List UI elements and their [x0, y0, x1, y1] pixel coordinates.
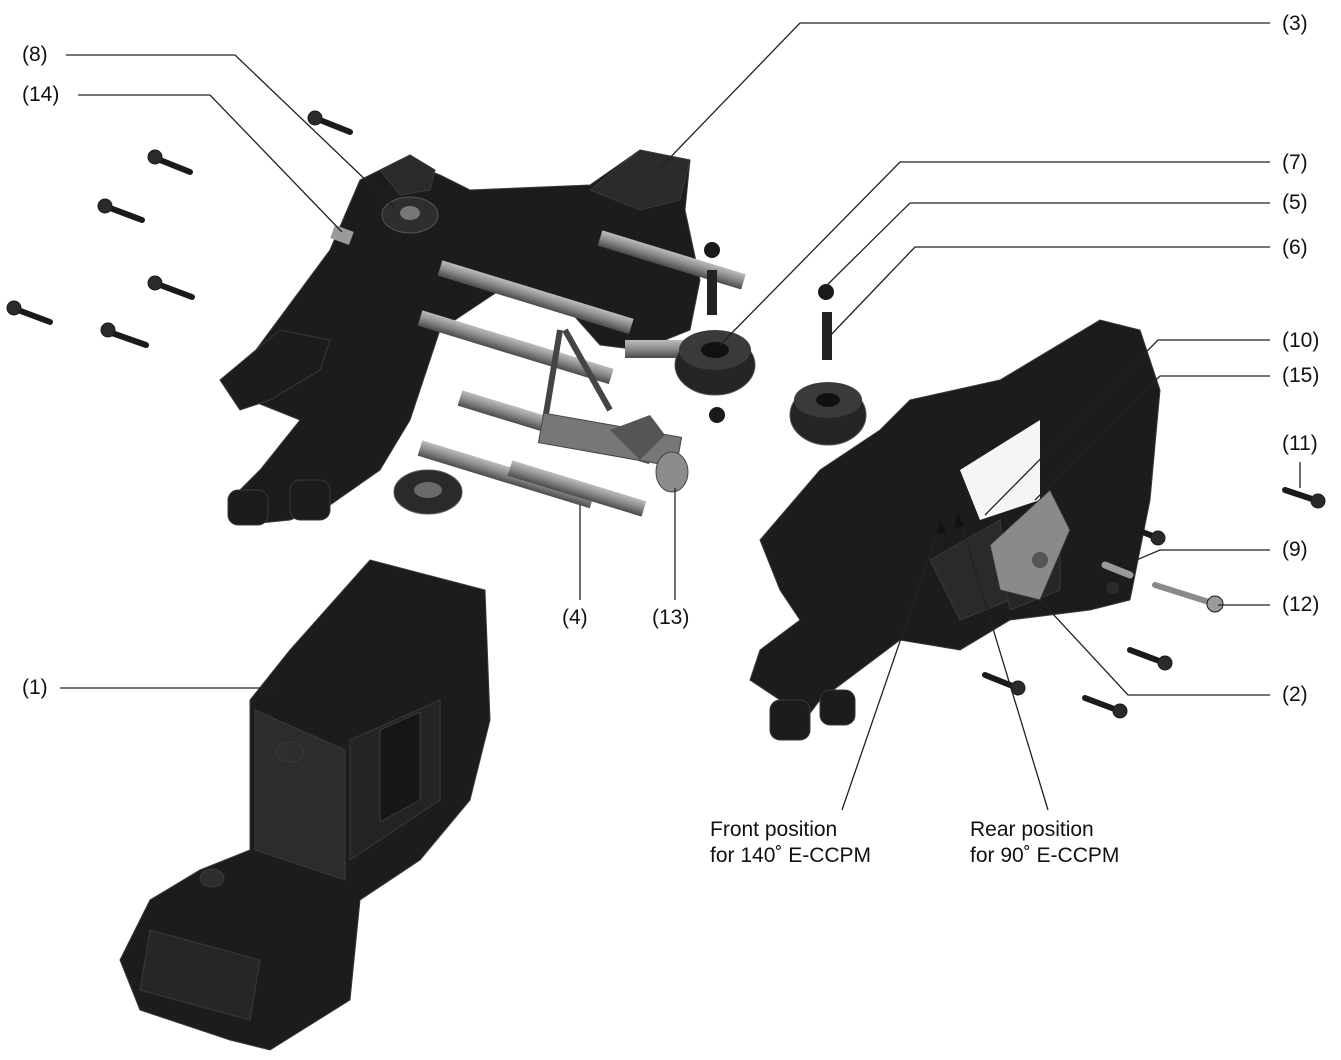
servo-mount-part — [989, 489, 1071, 601]
collar-part — [330, 225, 354, 245]
arrowhead-rear — [954, 514, 964, 528]
callout-3: (3) — [1282, 12, 1308, 35]
leader-line-rear — [959, 519, 1049, 811]
callout-7: (7) — [1282, 151, 1308, 174]
rod-part — [417, 440, 595, 509]
callout-13: (13) — [652, 606, 690, 629]
callout-15: (15) — [1282, 364, 1320, 387]
leader-arrows — [936, 514, 964, 534]
callout-6: (6) — [1282, 236, 1308, 259]
front-position-line1: Front position — [710, 818, 838, 841]
callout-11: (11) — [1282, 432, 1318, 455]
leader-line-5 — [821, 202, 1270, 291]
leader-line-3 — [659, 22, 1270, 169]
leader-line-14 — [78, 94, 343, 233]
rear-position-line2: for 90˚ E-CCPM — [970, 844, 1120, 867]
bearing-hole — [400, 206, 420, 220]
front-position-note: Front position for 140˚ E-CCPM — [710, 817, 871, 869]
leader-line-8 — [66, 54, 396, 209]
callout-10: (10) — [1282, 329, 1320, 352]
leader-line-front — [841, 524, 941, 811]
front-position-line2: for 140˚ E-CCPM — [710, 844, 872, 867]
arrowhead-front — [936, 520, 946, 534]
callout-12: (12) — [1282, 593, 1320, 616]
leader-line-15 — [1034, 375, 1270, 501]
collar-ring-hole — [414, 482, 442, 498]
right-frame-part — [749, 319, 1161, 741]
leader-line-9 — [1119, 549, 1270, 568]
leader-line-2 — [1039, 599, 1270, 696]
callout-1: (1) — [22, 676, 48, 699]
screw-set-right — [982, 487, 1326, 719]
leader-lines — [60, 22, 1301, 811]
callout-5: (5) — [1282, 191, 1308, 214]
rear-position-line1: Rear position — [970, 818, 1094, 841]
pulley-part-right — [789, 284, 867, 446]
callout-2: (2) — [1282, 683, 1308, 706]
callout-9: (9) — [1282, 538, 1308, 561]
rod-part — [417, 310, 614, 385]
rear-position-note: Rear position for 90˚ E-CCPM — [970, 817, 1119, 869]
leader-line-7 — [719, 161, 1270, 346]
servo-tray-part — [119, 559, 491, 1051]
leader-line-6 — [825, 246, 1270, 341]
callout-8: (8) — [22, 43, 48, 66]
rod-part — [507, 460, 647, 517]
callout-4: (4) — [562, 606, 588, 629]
callout-14: (14) — [22, 83, 60, 106]
rod-part — [437, 260, 634, 335]
pulley-part — [674, 242, 756, 423]
screw-set-left — [6, 110, 353, 348]
short-shaft-part — [625, 340, 685, 358]
linkage-part — [537, 328, 689, 493]
leader-line-10 — [984, 339, 1270, 516]
